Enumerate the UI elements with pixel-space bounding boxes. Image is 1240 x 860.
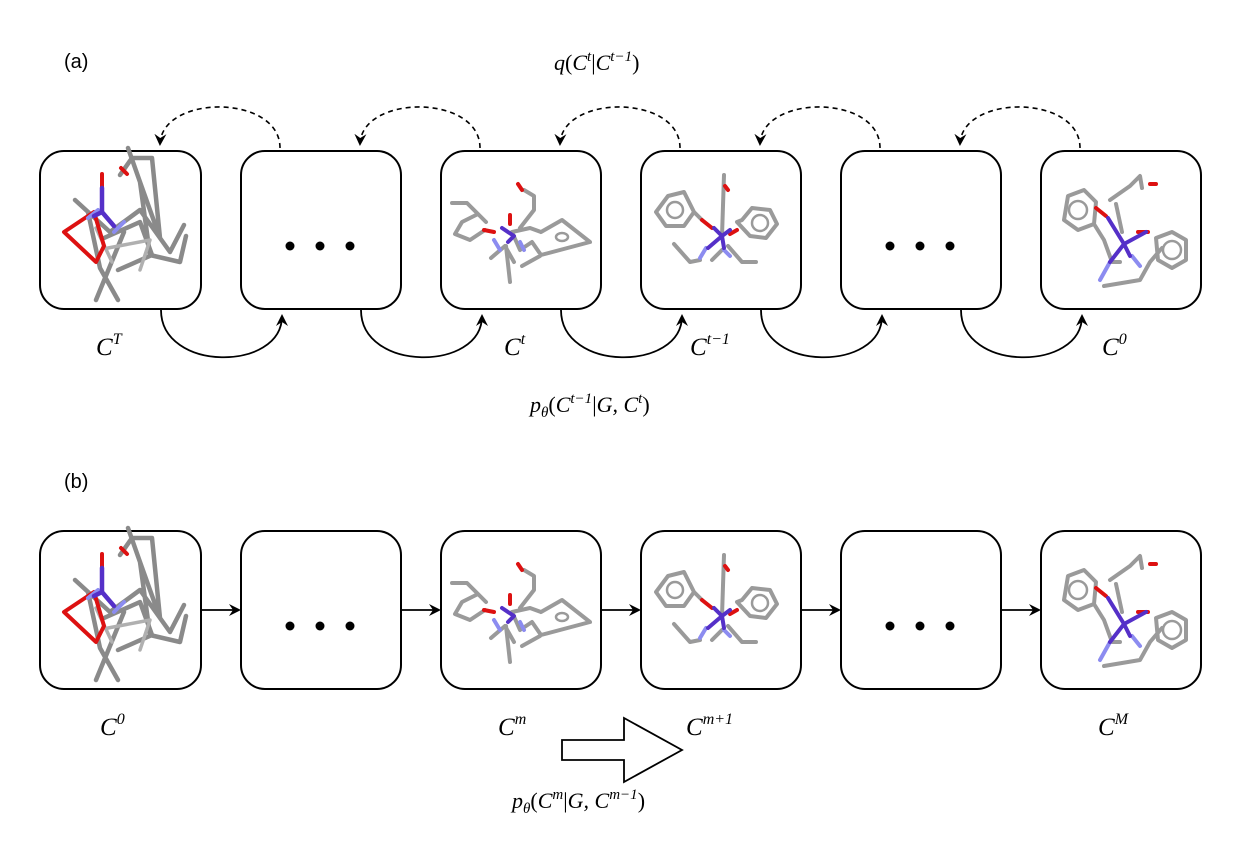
- noise-arrow: [754, 106, 881, 149]
- frame-a-4-label: Ct−1: [690, 331, 730, 361]
- generation-process-label: pθ(Cm|G, Cm−1): [510, 787, 645, 817]
- frame-a-2: [240, 150, 402, 310]
- noise-arrow: [954, 106, 1081, 149]
- frame-a-5: [840, 150, 1002, 310]
- frame-b-4-label: Cm+1: [686, 711, 733, 741]
- reverse-process-label: pθ(Ct−1|G, Ct): [528, 391, 650, 421]
- frame-b-6: [1040, 530, 1202, 690]
- frame-b-1: [39, 528, 202, 690]
- denoise-arrow: [360, 309, 488, 359]
- frame-b-3-label: Cm: [498, 711, 526, 741]
- frame-b-3: [440, 530, 602, 690]
- denoise-arrow: [760, 309, 888, 359]
- denoise-arrow: [160, 309, 288, 359]
- panel-a-label: (a): [64, 51, 88, 73]
- forward-process-label: q(Ct|Ct−1): [554, 49, 639, 75]
- frame-b-4: [640, 530, 802, 690]
- frame-b-2: [240, 530, 402, 690]
- panel-b-label: (b): [64, 471, 88, 493]
- frame-b-5: [840, 530, 1002, 690]
- reverse-denoise-arrows: [160, 309, 1088, 359]
- frame-b-1-label: C0: [100, 711, 125, 741]
- denoise-arrow: [560, 309, 688, 359]
- frame-a-6-label: C0: [1102, 331, 1127, 361]
- frame-b-6-label: CM: [1098, 711, 1130, 741]
- frame-a-4: [640, 150, 802, 310]
- frame-a-6: [1040, 150, 1202, 310]
- forward-noise-arrows: [154, 106, 1081, 149]
- noise-arrow: [354, 106, 481, 149]
- direction-arrow-icon: [561, 716, 684, 784]
- frame-a-1-label: CT: [96, 331, 123, 361]
- frame-a-3: [440, 150, 602, 310]
- frame-a-1: [39, 148, 202, 310]
- denoise-arrow: [960, 309, 1088, 359]
- frame-a-3-label: Ct: [504, 331, 526, 361]
- noise-arrow: [554, 106, 681, 149]
- noise-arrow: [154, 106, 281, 149]
